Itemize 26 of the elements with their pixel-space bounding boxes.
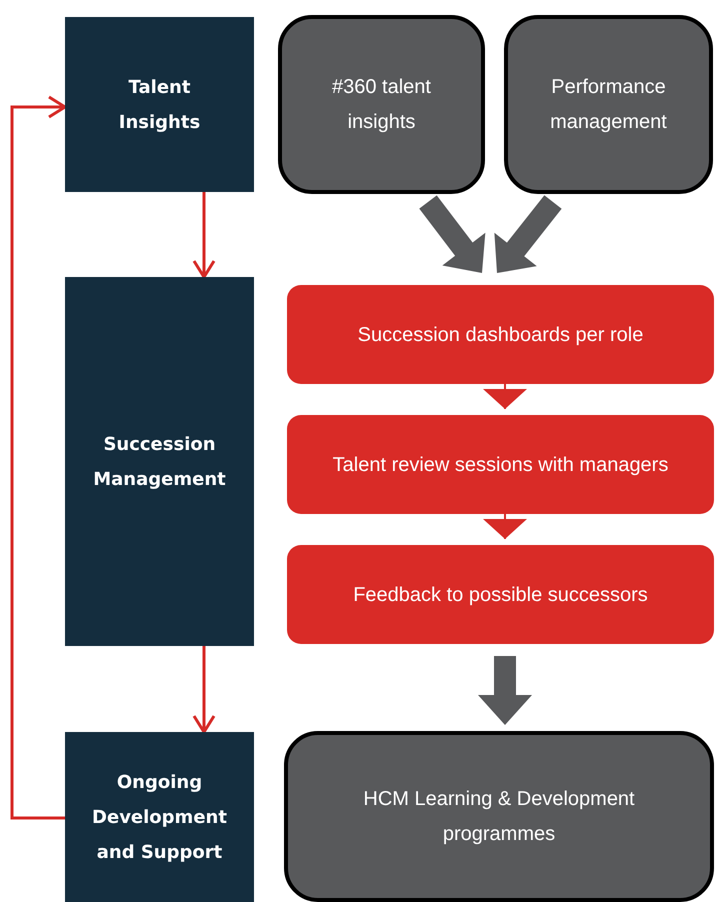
stage-box bbox=[65, 277, 254, 646]
stage-box bbox=[65, 732, 254, 902]
output-box bbox=[284, 731, 714, 902]
arrow bbox=[192, 192, 216, 278]
input-box bbox=[278, 15, 485, 194]
arrow bbox=[483, 384, 527, 409]
process-box bbox=[287, 415, 714, 514]
node-label: Talent Insights bbox=[118, 76, 202, 134]
arrow bbox=[10, 96, 66, 820]
node-label: Feedback to possible successors bbox=[353, 582, 648, 608]
block-arrow bbox=[494, 195, 562, 273]
arrow bbox=[483, 514, 527, 539]
node-label: #360 talent insights bbox=[331, 74, 432, 134]
node-label: Succession Management bbox=[92, 433, 227, 492]
node-label: Ongoing Development and Support bbox=[91, 770, 228, 864]
node-label: HCM Learning & Development programmes bbox=[362, 786, 636, 846]
node-label: Talent review sessions with managers bbox=[332, 452, 668, 478]
node-label: Performance management bbox=[549, 74, 668, 134]
process-box bbox=[287, 545, 714, 644]
stage-box bbox=[65, 17, 254, 192]
block-arrow bbox=[419, 195, 486, 273]
node-label: Succession dashboards per role bbox=[358, 322, 644, 348]
block-arrow bbox=[478, 656, 532, 725]
arrow bbox=[192, 646, 216, 734]
process-box bbox=[287, 285, 714, 384]
input-box bbox=[504, 15, 713, 194]
